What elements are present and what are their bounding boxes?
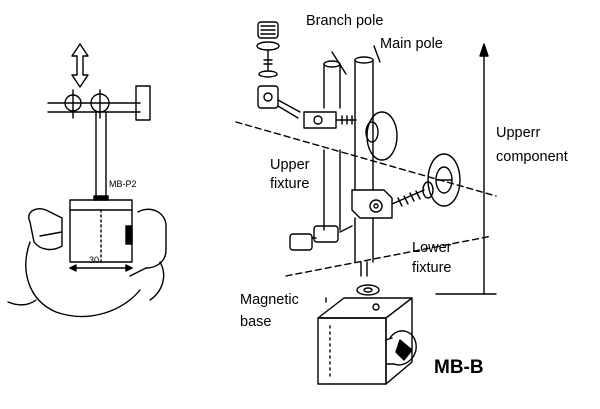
label-upper-fixture-line2: fixture xyxy=(270,176,310,192)
label-magnetic-base-line1: Magnetic xyxy=(240,292,299,308)
mb-b-exploded-drawing xyxy=(235,21,497,385)
small-stand-drawing xyxy=(7,43,167,318)
label-lower-fixture-line1: Lower xyxy=(412,240,452,256)
label-dimension: 30 xyxy=(89,255,100,265)
label-branch-pole: Branch pole xyxy=(306,13,384,29)
label-model-large: MB-B xyxy=(434,357,484,378)
label-magnetic-base-line2: base xyxy=(240,314,272,330)
label-upper-component-line1: Upperr xyxy=(496,125,541,141)
label-upper-fixture-line1: Upper xyxy=(270,157,310,173)
up-down-arrow-icon xyxy=(71,43,89,88)
indicator-knob xyxy=(257,21,279,39)
label-model-small: MB-P2 xyxy=(109,179,137,189)
label-main-pole: Main pole xyxy=(380,36,443,52)
label-lower-fixture-line2: fixture xyxy=(412,260,452,276)
label-upper-component-line2: component xyxy=(496,149,568,165)
